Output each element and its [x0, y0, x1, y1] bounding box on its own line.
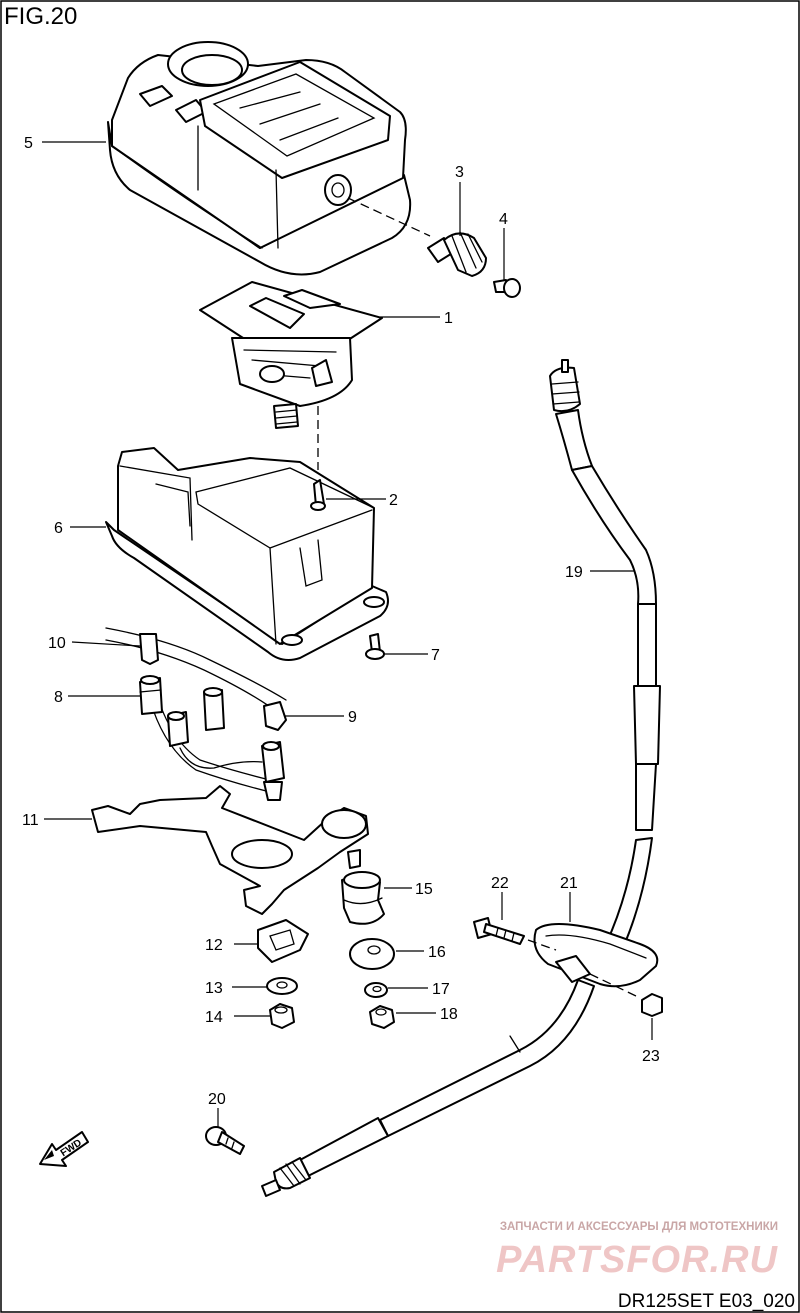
- callout-17[interactable]: 17: [432, 981, 450, 998]
- callout-9[interactable]: 9: [348, 709, 357, 726]
- watermark-tagline: ЗАПЧАСТИ И АКСЕССУАРЫ ДЛЯ МОТОТЕХНИКИ: [500, 1221, 778, 1233]
- part-12-cushion[interactable]: [257, 919, 309, 963]
- part-1-speedometer[interactable]: [199, 281, 383, 429]
- callout-19[interactable]: 19: [565, 564, 583, 581]
- callout-10[interactable]: 10: [48, 635, 66, 652]
- watermark-brand: PARTSFOR.RU: [496, 1239, 778, 1281]
- callout-21[interactable]: 21: [560, 875, 578, 892]
- part-6-meter-case[interactable]: [105, 447, 389, 661]
- part-10-wire-harness[interactable]: [105, 627, 287, 793]
- callout-1[interactable]: 1: [444, 310, 453, 327]
- callout-6[interactable]: 6: [54, 520, 63, 537]
- part-20-bolt[interactable]: [205, 1126, 245, 1155]
- part-13-washer[interactable]: [266, 977, 298, 995]
- callout-23[interactable]: 23: [642, 1048, 660, 1065]
- callout-3[interactable]: 3: [455, 164, 464, 181]
- callout-14[interactable]: 14: [205, 1009, 223, 1026]
- part-5-meter-cover[interactable]: [107, 41, 412, 276]
- fwd-arrow-icon: FWD: [39, 1131, 89, 1167]
- part-21-clamp[interactable]: [533, 923, 659, 988]
- callout-7[interactable]: 7: [431, 647, 440, 664]
- callout-22[interactable]: 22: [491, 875, 509, 892]
- figure-code: DR125SET E03_020: [618, 1291, 795, 1312]
- leader-lines: [42, 141, 653, 1128]
- callout-2[interactable]: 2: [389, 492, 398, 509]
- part-22-bolt[interactable]: [473, 917, 525, 945]
- watermark: ЗАПЧАСТИ И АКСЕССУАРЫ ДЛЯ МОТОТЕХНИКИ PA…: [496, 1221, 778, 1281]
- guide-line-3: [347, 197, 431, 237]
- callout-15[interactable]: 15: [415, 881, 433, 898]
- guide-line-23: [589, 973, 637, 997]
- part-7-screw[interactable]: [365, 633, 385, 660]
- part-9-lamp[interactable]: [263, 701, 287, 731]
- part-2-screw[interactable]: [310, 479, 326, 511]
- callout-5[interactable]: 5: [24, 135, 33, 152]
- part-15-cushion[interactable]: [341, 871, 385, 925]
- part-19-speedometer-cable[interactable]: [261, 359, 661, 1197]
- callouts: 5 3 4 1 2 6 7 10 8 9 11 15 12 16 13 17 1…: [22, 135, 660, 1108]
- callout-16[interactable]: 16: [428, 944, 446, 961]
- part-16-washer[interactable]: [349, 938, 395, 970]
- callout-11[interactable]: 11: [22, 812, 39, 829]
- guide-line-22: [527, 939, 557, 951]
- part-18-nut[interactable]: [369, 1005, 395, 1029]
- part-23-nut[interactable]: [641, 993, 663, 1017]
- part-3-cable-joint[interactable]: [427, 231, 487, 277]
- callout-18[interactable]: 18: [440, 1006, 458, 1023]
- callout-13[interactable]: 13: [205, 980, 223, 997]
- part-11-bracket[interactable]: [91, 785, 369, 915]
- callout-8[interactable]: 8: [54, 689, 63, 706]
- callout-4[interactable]: 4: [499, 211, 508, 228]
- callout-20[interactable]: 20: [208, 1091, 226, 1108]
- part-8-lamp-socket[interactable]: [139, 675, 285, 801]
- part-4-screw[interactable]: [493, 278, 521, 298]
- part-17-washer[interactable]: [364, 982, 388, 998]
- figure-title: FIG.20: [4, 3, 77, 30]
- part-14-nut[interactable]: [269, 1003, 295, 1029]
- callout-12[interactable]: 12: [205, 937, 223, 954]
